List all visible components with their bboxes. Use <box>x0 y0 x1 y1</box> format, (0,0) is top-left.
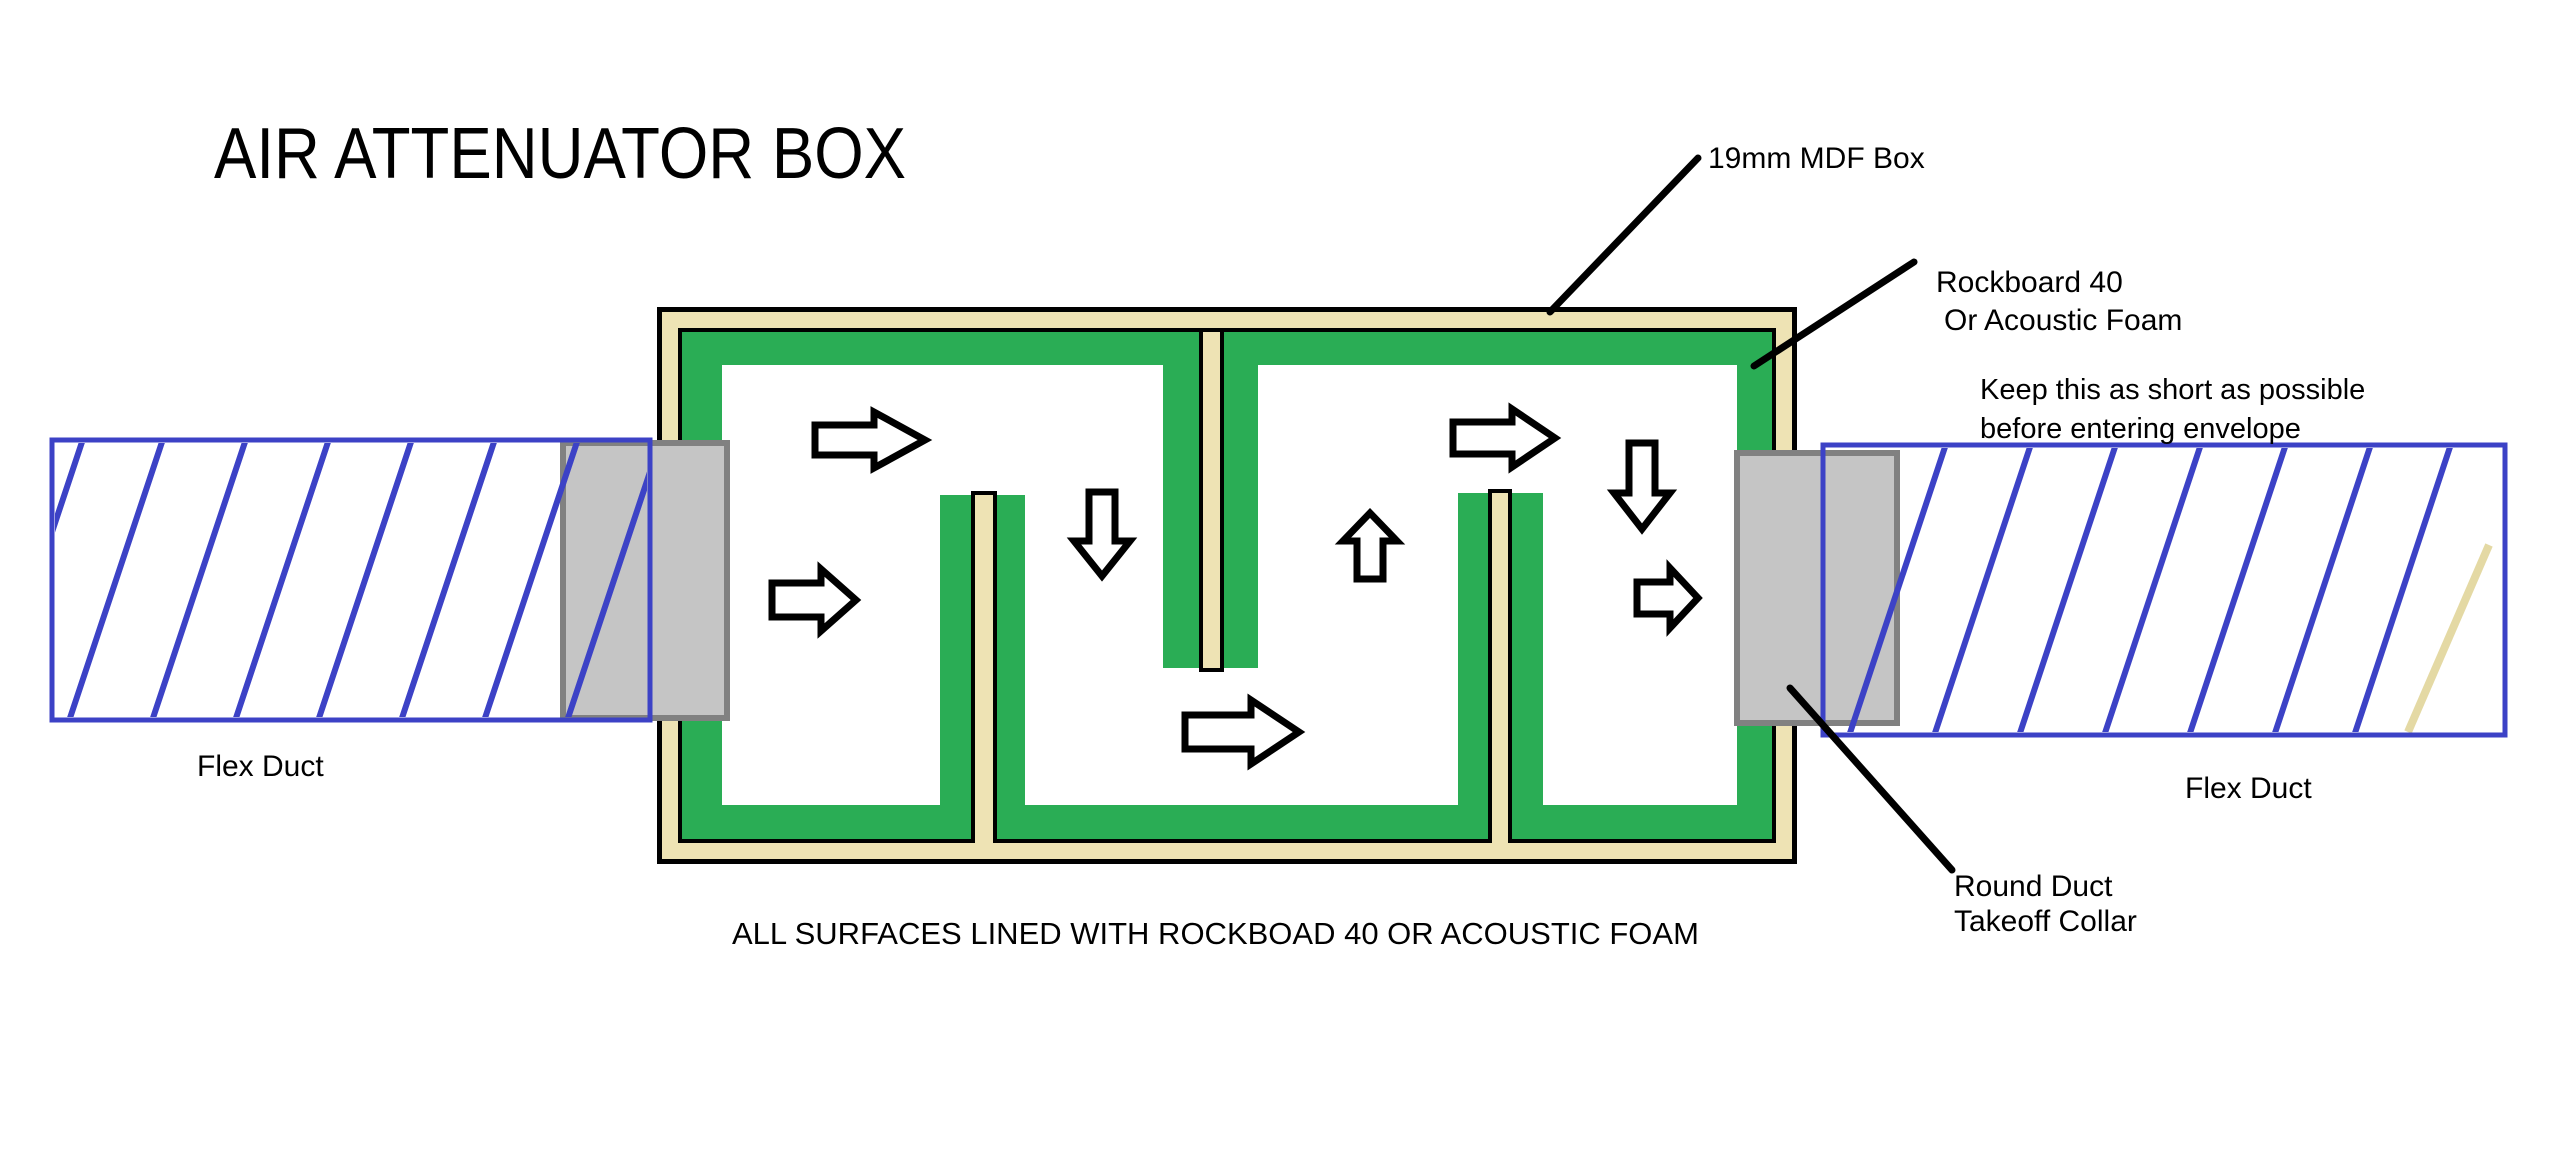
keep-short-label-line1: Keep this as short as possible <box>1980 374 2365 406</box>
rockboard-label-line2: Or Acoustic Foam <box>1944 304 2182 337</box>
takeoff-collar-right <box>1734 450 1900 726</box>
flex-duct-left-hatching <box>55 443 647 717</box>
flex-duct-right-border <box>1820 442 2508 738</box>
airflow-arrows <box>768 402 1703 771</box>
rockboard-leader-line <box>1750 258 1918 370</box>
mdf-box-label: 19mm MDF Box <box>1708 142 1925 175</box>
flow-arrow-right-3-icon <box>1181 693 1306 771</box>
page-title: AIR ATTENUATOR BOX <box>214 114 906 194</box>
baffle-right-lining-right <box>1512 493 1543 805</box>
round-duct-label-line1: Round Duct <box>1954 870 2113 903</box>
baffle-left-lining-right <box>997 495 1025 805</box>
baffle-left-bottom <box>940 491 1025 843</box>
baffle-center-mdf-core <box>1203 332 1220 668</box>
flow-arrow-right-1-icon <box>811 406 933 474</box>
flex-duct-right-hatching <box>1847 448 2453 732</box>
flow-arrow-right-2-icon <box>768 561 862 639</box>
flex-duct-left-border <box>49 437 653 723</box>
flow-arrow-up-icon <box>1334 507 1406 583</box>
flow-arrow-down-1-icon <box>1066 488 1138 582</box>
leader-lines <box>1546 154 1956 874</box>
baffle-right-lining-left <box>1458 493 1488 805</box>
baffle-center-lining-left <box>1163 365 1199 668</box>
flex-duct-left-label: Flex Duct <box>197 750 324 783</box>
baffle-right-mdf-core <box>1492 493 1508 843</box>
round-duct-label-line2: Takeoff Collar <box>1954 905 2137 938</box>
rockboard-label-line1: Rockboard 40 <box>1936 266 2123 299</box>
baffle-left-lining-left <box>940 495 971 805</box>
mdf-leader-line <box>1546 154 1702 316</box>
bottom-note: ALL SURFACES LINED WITH ROCKBOAD 40 OR A… <box>732 916 1699 951</box>
flow-arrow-down-2-icon <box>1606 439 1678 535</box>
flex-duct-right-label: Flex Duct <box>2185 772 2312 805</box>
flex-duct-left-body <box>52 440 650 720</box>
baffle-left-mdf-core <box>975 495 993 843</box>
collar-leader-line <box>1786 684 1956 874</box>
baffle-center-lining-right <box>1224 365 1258 668</box>
flow-arrow-right-4-icon <box>1449 402 1562 474</box>
cream-hatch-line <box>2404 543 2493 734</box>
baffle-right-bottom <box>1458 489 1543 843</box>
flow-arrow-right-5-icon <box>1633 559 1703 637</box>
baffle-center-top <box>1163 328 1258 672</box>
takeoff-collar-left <box>560 440 730 721</box>
flex-duct-right-body <box>1823 445 2505 735</box>
keep-short-label-line2: before entering envelope <box>1980 413 2301 445</box>
